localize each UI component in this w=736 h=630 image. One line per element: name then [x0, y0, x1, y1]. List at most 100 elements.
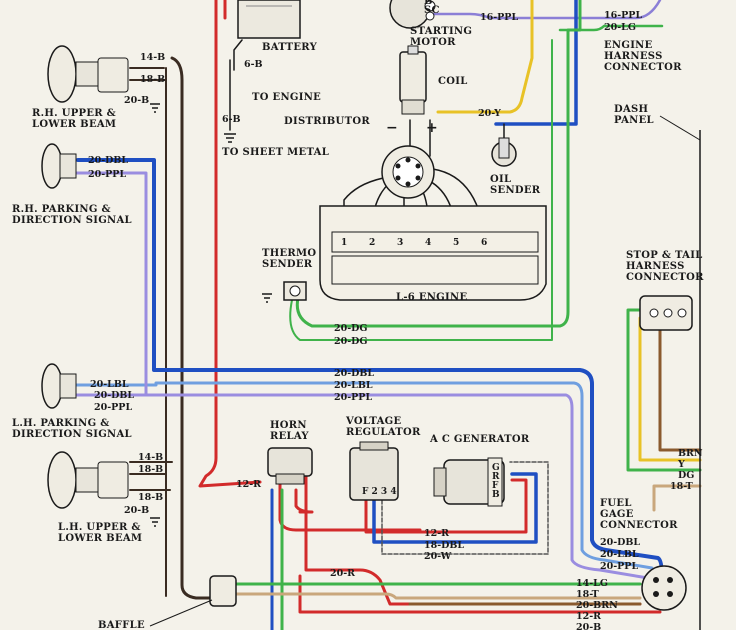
- regulator-terminals-label: F 2 3 4: [362, 487, 397, 497]
- minus-label: −: [386, 120, 398, 136]
- ignition-coil: [399, 45, 427, 115]
- wire-label: 12-R: [576, 611, 601, 622]
- wire-label: 12-R: [424, 528, 449, 539]
- wire-label: 20-PPL: [88, 169, 126, 180]
- black-harness-wire-3: [129, 461, 173, 491]
- wire-labels: 6-B 6-B 16-PPL 16-PPL 20-LG 20-Y 14-B 18…: [88, 10, 703, 630]
- horn-relay: [267, 447, 313, 485]
- wire-label: 18-B: [140, 74, 165, 85]
- ground-icon: [150, 103, 272, 527]
- wire-label: 20-DBL: [600, 537, 640, 548]
- oil-sender: [491, 137, 517, 167]
- wire-label: 12-R: [236, 479, 261, 490]
- stop-tail-wires-3: [658, 322, 702, 452]
- wire-label: 20-DG: [334, 323, 368, 334]
- wire-label: 20-LBL: [334, 380, 373, 391]
- voltage-regulator: [349, 441, 399, 501]
- cylinder-number: 1: [341, 238, 347, 248]
- yellow-coil-wire: [436, 0, 534, 114]
- battery: [237, 0, 301, 39]
- wire-label: 20-LBL: [90, 379, 129, 390]
- cylinder-number: 5: [453, 238, 459, 248]
- l6-engine-block: [319, 205, 547, 301]
- black-harness-wire-4: [129, 67, 167, 81]
- fuel-gage-connector: [641, 565, 687, 611]
- wire-label: 20-DG: [334, 336, 368, 347]
- wire-label: 20-PPL: [334, 392, 372, 403]
- wire-label: 18-B: [138, 492, 163, 503]
- wire-label: 20-DBL: [334, 368, 374, 379]
- rh-parking-lamp: [41, 143, 77, 189]
- lh-headlamp: [47, 451, 129, 509]
- to-sheet-metal-label: TO SHEET METAL: [222, 147, 329, 158]
- wire-label: 20-BRN: [576, 600, 618, 611]
- wire-label: 20-B: [124, 505, 149, 516]
- baffle-pointer: [149, 599, 213, 627]
- wire-label: 20-B: [124, 95, 149, 106]
- wire-label: 18-B: [138, 464, 163, 475]
- baffle-label: BAFFLE: [98, 620, 145, 630]
- tan-bottom-wire: [226, 592, 642, 600]
- wire-label: 6-B: [222, 114, 241, 125]
- wire-label: 20-Y: [478, 108, 501, 119]
- ac-generator-label: A C GENERATOR: [429, 434, 530, 445]
- red-feed-wire: [198, 0, 262, 488]
- wire-label: 6-B: [244, 59, 263, 70]
- wire-label: 14-B: [140, 52, 165, 63]
- dash-panel-pointer: [659, 115, 701, 141]
- plus-label: +: [426, 120, 438, 136]
- cylinder-number: 2: [369, 238, 375, 248]
- dg-wire-2: [289, 39, 553, 341]
- ppl-main-wire: [74, 171, 650, 600]
- to-engine-label: TO ENGINE: [252, 92, 321, 103]
- ppl-top-wire: [418, 0, 662, 20]
- lh-upper-lower-beam-label: L.H. UPPER &LOWER BEAM: [58, 522, 142, 544]
- rh-parking-direction-label: R.H. PARKING &DIRECTION SIGNAL: [12, 204, 132, 226]
- wire-label: 20-DBL: [94, 390, 134, 401]
- dbl-ignition-wire: [494, 0, 578, 126]
- stop-tail-wires: [626, 308, 702, 472]
- lg-top-wire: [558, 24, 664, 32]
- baffle: [209, 575, 237, 607]
- red-20r-wire: [304, 474, 642, 606]
- rh-upper-lower-beam-label: R.H. UPPER &LOWER BEAM: [32, 108, 116, 130]
- distributor-label: DISTRIBUTOR: [284, 116, 370, 127]
- l6-engine-label: L-6 ENGINE: [396, 292, 467, 303]
- red-regulator-wire: [364, 478, 528, 534]
- stop-tail-connector: [639, 295, 693, 331]
- battery-ground-wire: [229, 39, 243, 131]
- distributor: [381, 145, 435, 199]
- spark-plug-wires: [343, 167, 485, 233]
- wire-label: 16-PPL: [480, 12, 518, 23]
- rh-headlamp: [47, 45, 129, 103]
- wire-label: 20-R: [330, 568, 355, 579]
- wire-label: 14-LG: [576, 578, 608, 589]
- wire-label: 20-DBL: [88, 155, 128, 166]
- wire-label: 14-B: [138, 452, 163, 463]
- cylinder-number: 3: [397, 238, 403, 248]
- lh-parking-direction-label: L.H. PARKING &DIRECTION SIGNAL: [12, 418, 132, 440]
- wire-label: 18-T: [576, 589, 599, 600]
- dbl-main-wire: [76, 158, 664, 592]
- red-horn-wire: [278, 476, 422, 532]
- black-harness-wire: [170, 56, 228, 600]
- distributor-wire-a: [409, 119, 431, 157]
- coil-label: COIL: [438, 76, 468, 87]
- red-12r-fuel-wire: [298, 574, 662, 614]
- wire-label: 20-PPL: [600, 561, 638, 572]
- wire-label: 16-PPL: [604, 10, 642, 21]
- starting-motor: [389, 0, 436, 29]
- wire-label: 18-T: [670, 481, 693, 492]
- wire-label: 20-PPL: [94, 402, 132, 413]
- wire-label: DG: [678, 470, 694, 481]
- cylinder-numbers: 1 2 3 4 5 6: [341, 238, 487, 248]
